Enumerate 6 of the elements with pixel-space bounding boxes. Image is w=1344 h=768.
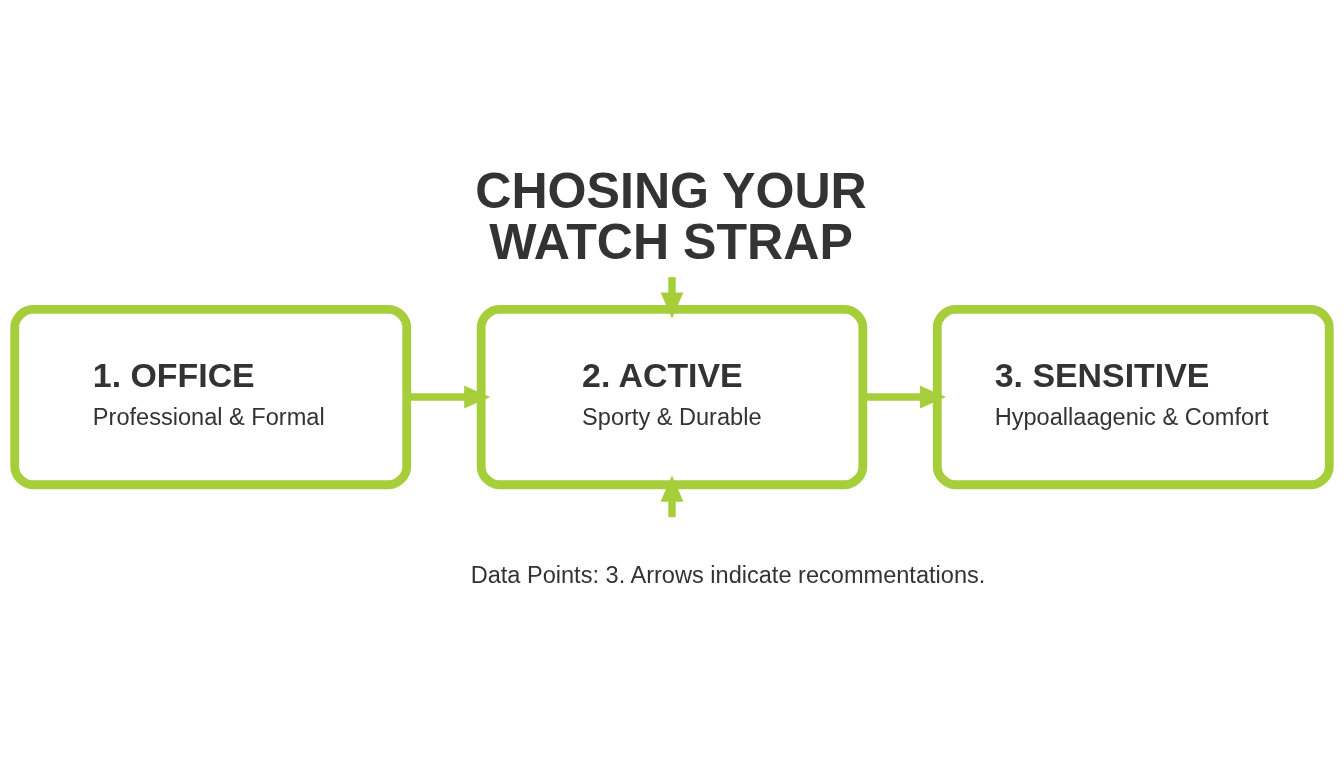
node-box: 2. ACTIVE Sporty & Durable (476, 304, 868, 490)
diagram-title: CHOSING YOUR WATCH STRAP (475, 163, 867, 270)
caption: Data Points: 3. Arrows indicate recommentations. (470, 562, 986, 589)
node-box: 1. OFFICE Professional & Formal (10, 304, 412, 490)
node-box: 3. SENSITIVE Hypoallaagenic & Comfort (932, 304, 1334, 490)
arrow (660, 475, 684, 518)
